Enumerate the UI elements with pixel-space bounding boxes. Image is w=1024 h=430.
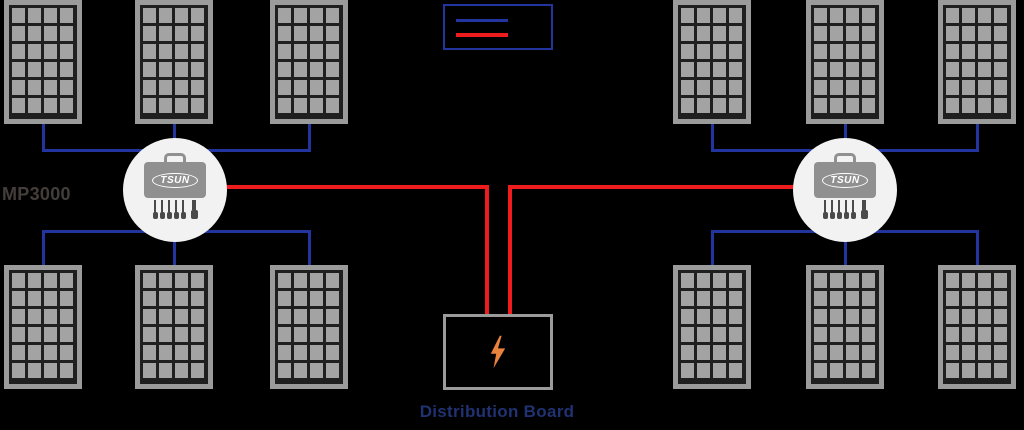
panel-cell-grid (143, 273, 205, 381)
solar-panel (4, 0, 82, 124)
drop-cable (822, 200, 828, 219)
inverter-handle (834, 153, 856, 163)
solar-panel (938, 0, 1016, 124)
dc-wire-segment (976, 230, 979, 266)
solar-panel (4, 265, 82, 389)
solar-panel (806, 0, 884, 124)
solar-panel (806, 265, 884, 389)
drop-cable (180, 200, 186, 219)
ac-wire-segment (485, 185, 489, 317)
dc-wire-segment (308, 230, 311, 266)
tsun-logo: TSUN (822, 172, 868, 188)
distribution-board (443, 314, 553, 390)
panel-cell-grid (278, 8, 340, 116)
drop-cable (166, 200, 172, 219)
dc-wire-segment (976, 123, 979, 152)
drop-cable (836, 200, 842, 219)
solar-panel (673, 0, 751, 124)
panel-cell-grid (278, 273, 340, 381)
dc-wire-segment (173, 123, 176, 152)
solar-panel (270, 0, 348, 124)
drop-cable (152, 200, 158, 219)
dc-wire-segment (711, 123, 714, 152)
solar-panel (135, 265, 213, 389)
solar-panel (673, 265, 751, 389)
ac-wire-segment (175, 185, 489, 189)
solar-panel (135, 0, 213, 124)
panel-cell-grid (814, 8, 876, 116)
dc-wire-segment (844, 123, 847, 152)
legend-ac-line (456, 33, 508, 37)
inverter-drop-cables (152, 200, 198, 219)
panel-cell-grid (814, 273, 876, 381)
panel-cell-grid (12, 8, 74, 116)
ac-wire-segment (508, 185, 512, 317)
panel-cell-grid (681, 8, 743, 116)
dc-wire-segment (308, 123, 311, 152)
drop-cable (159, 200, 165, 219)
panel-cell-grid (681, 273, 743, 381)
panel-cell-grid (946, 273, 1008, 381)
distribution-board-label: Distribution Board (419, 402, 575, 421)
panel-cell-grid (946, 8, 1008, 116)
microinverter-right: TSUN (793, 138, 897, 242)
drop-cable (829, 200, 835, 219)
microinverter-left: TSUN (123, 138, 227, 242)
ac-connector (190, 200, 198, 219)
dc-wire-segment (42, 230, 45, 266)
legend (443, 4, 553, 50)
ac-connector (860, 200, 868, 219)
drop-cable (173, 200, 179, 219)
inverter-drop-cables (822, 200, 868, 219)
panel-cell-grid (12, 273, 74, 381)
legend-dc-line (456, 19, 508, 22)
dc-wire-segment (173, 230, 176, 266)
inverter-handle (164, 153, 186, 163)
drop-cable (850, 200, 856, 219)
lightning-bolt-icon (490, 335, 506, 369)
solar-panel (270, 265, 348, 389)
dc-wire-segment (844, 230, 847, 266)
dc-wire-segment (42, 123, 45, 152)
inverter-model-label: MP3000 (2, 184, 71, 204)
drop-cable (843, 200, 849, 219)
solar-panel (938, 265, 1016, 389)
tsun-logo: TSUN (152, 172, 198, 188)
inverter-device: TSUN (814, 162, 876, 198)
dc-wire-segment (711, 230, 714, 266)
panel-cell-grid (143, 8, 205, 116)
inverter-device: TSUN (144, 162, 206, 198)
ac-wire-segment (508, 185, 845, 189)
